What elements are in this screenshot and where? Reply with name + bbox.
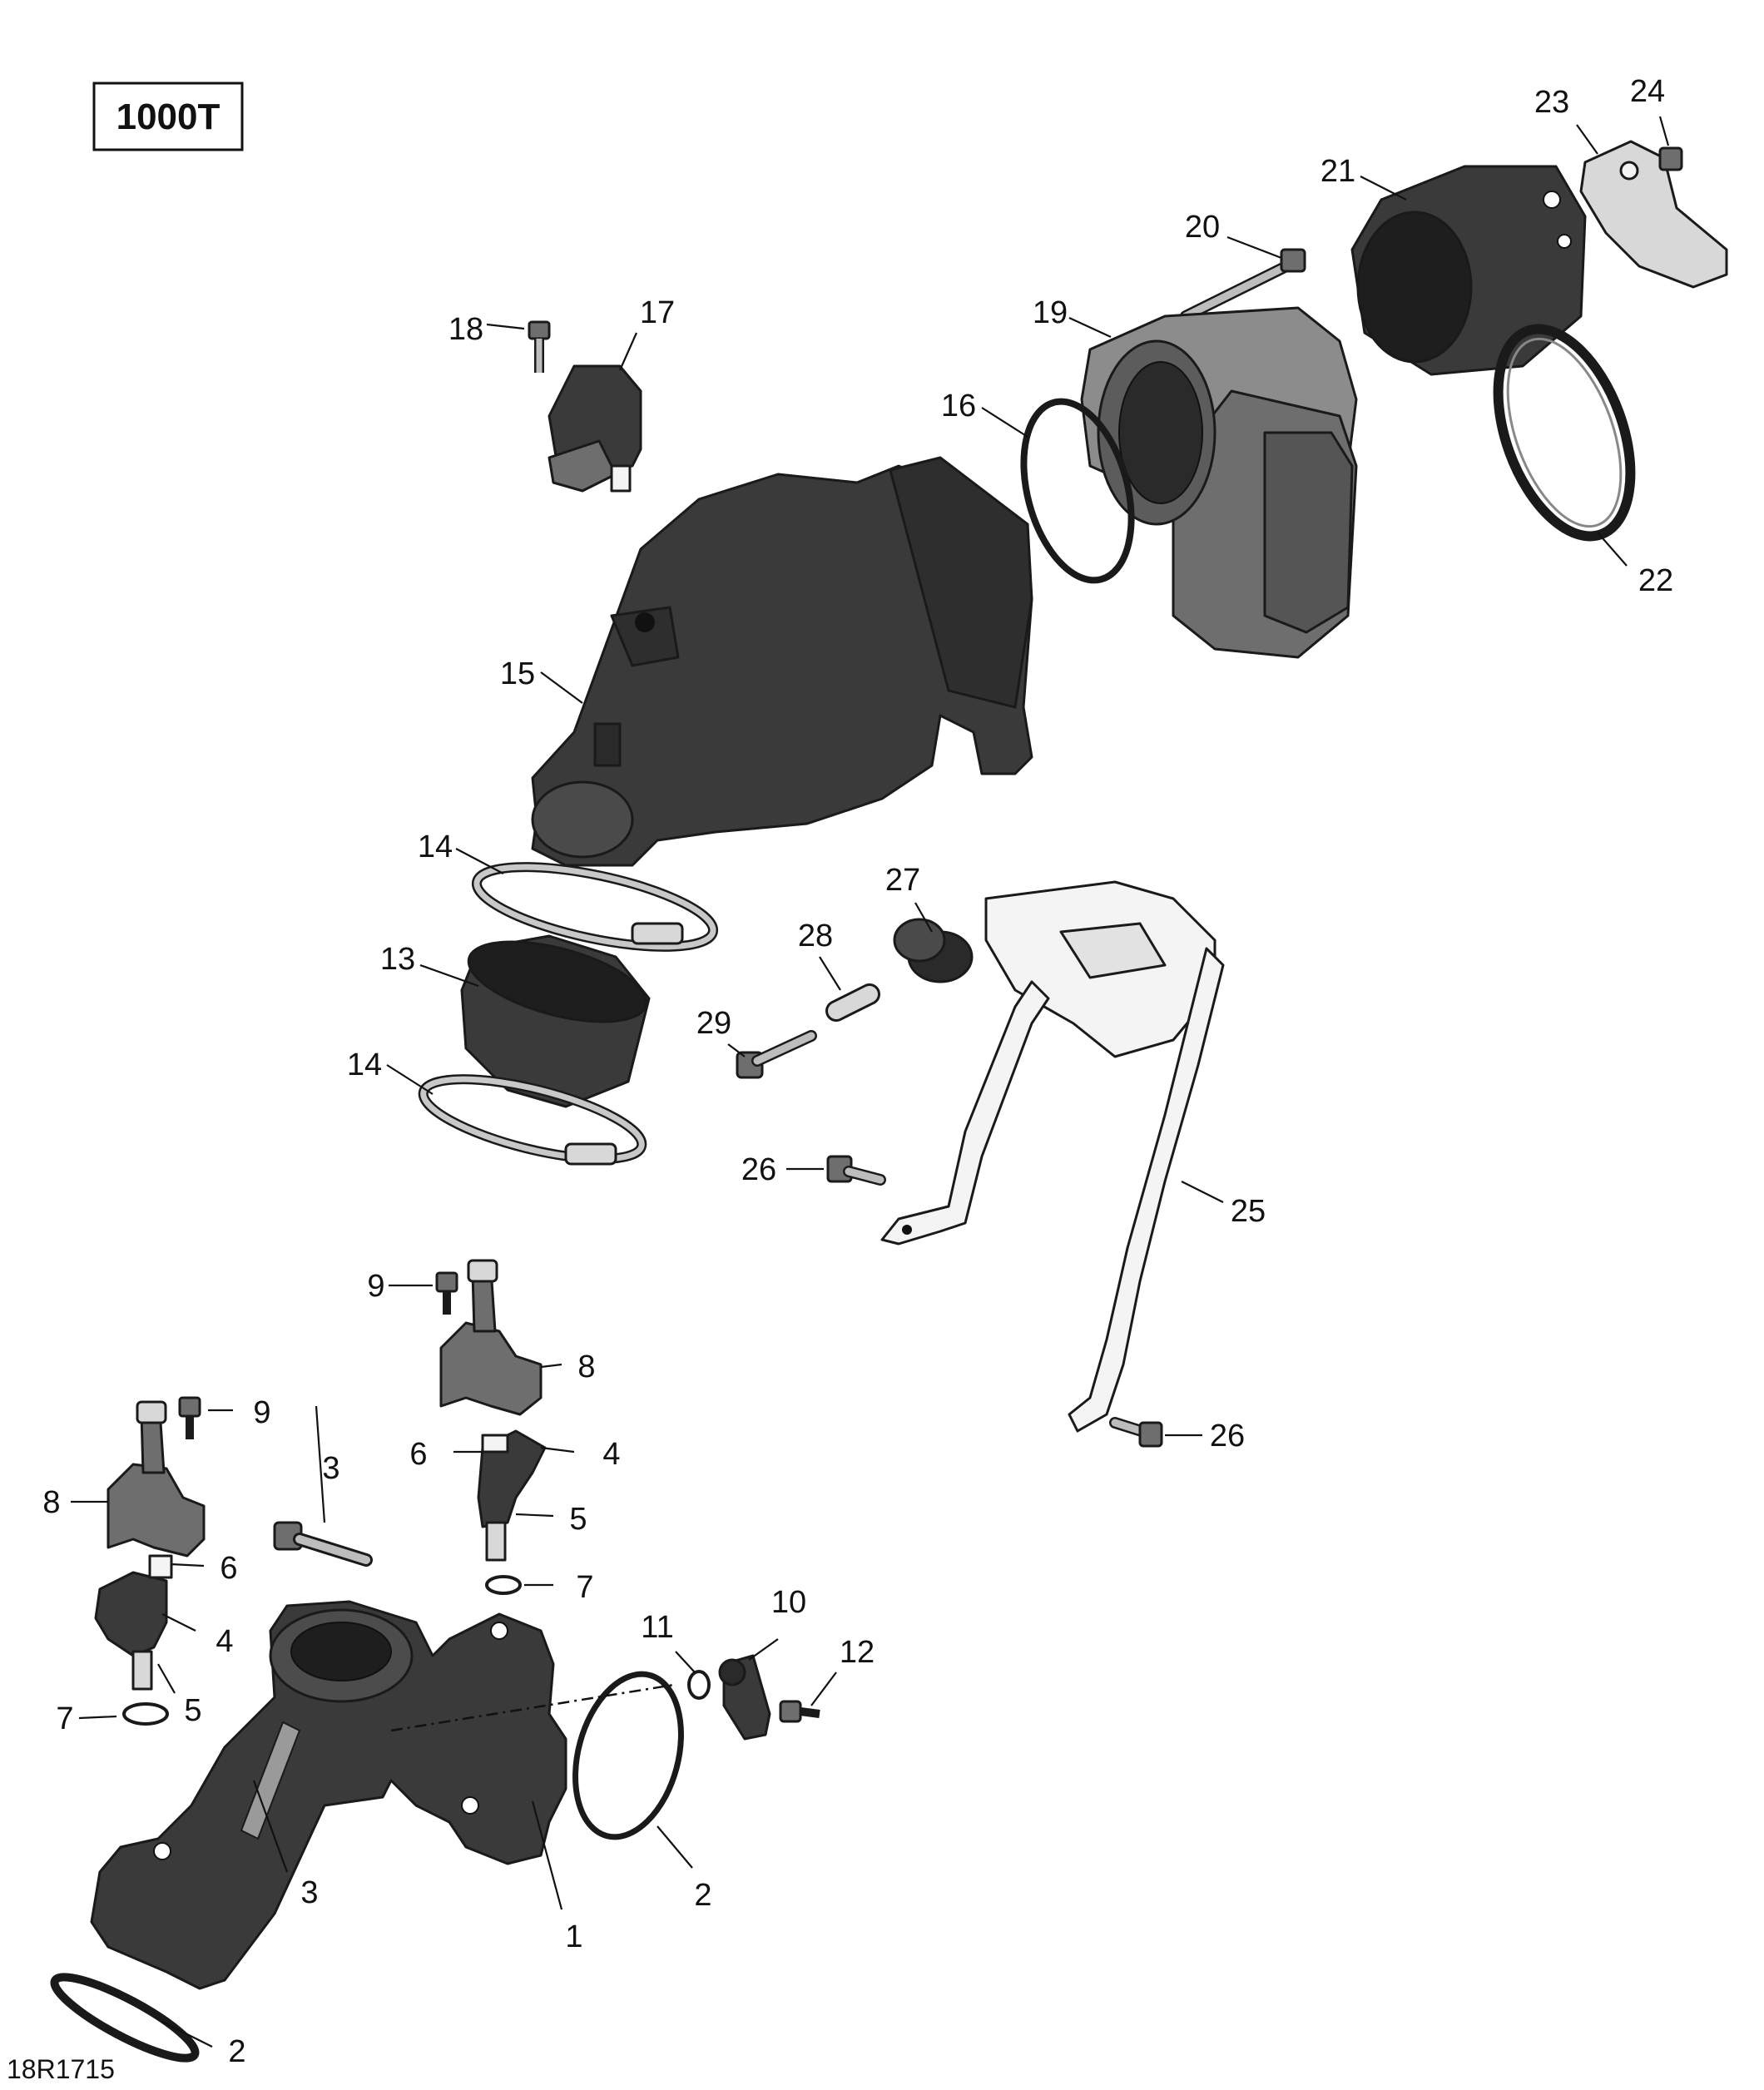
- callout-2-bottom: 2: [228, 2034, 245, 2069]
- model-badge: 1000T: [92, 82, 244, 151]
- callout-26-upper: 26: [741, 1152, 776, 1187]
- part-29-bolt: [736, 1030, 817, 1079]
- part-20-bolt: [1180, 248, 1306, 322]
- callout-23: 23: [1534, 85, 1569, 120]
- part-2-gasket-bottom: [50, 1973, 200, 2063]
- callout-2-side: 2: [694, 1878, 711, 1913]
- callout-3-bolt: 3: [322, 1451, 339, 1486]
- callout-5-lower: 5: [184, 1693, 201, 1728]
- callout-22: 22: [1638, 563, 1673, 598]
- callout-7-lower: 7: [56, 1701, 73, 1736]
- callout-6-lower: 6: [220, 1551, 237, 1586]
- figure-code: 18R1715: [7, 2054, 115, 2084]
- callout-12: 12: [840, 1635, 875, 1670]
- part-9-bolt-lower: [178, 1396, 201, 1439]
- part-2-gasket-side: [572, 1671, 684, 1840]
- part-1-intake-manifold: [90, 1600, 567, 1990]
- callout-14-lower: 14: [347, 1047, 382, 1082]
- callout-8-lower: 8: [42, 1485, 60, 1520]
- part-22-clamp: [1493, 324, 1636, 542]
- part-26-bolt-upper: [826, 1155, 886, 1186]
- part-18-screw: [528, 320, 551, 373]
- callout-11: 11: [641, 1610, 673, 1645]
- part-15-plenum: [531, 456, 1033, 867]
- part-4-injector-lower: [94, 1554, 173, 1691]
- part-7-seal-upper: [485, 1575, 522, 1595]
- callout-3-manifold: 3: [300, 1875, 318, 1910]
- part-17-sensor: [548, 364, 642, 493]
- model-badge-text: 1000T: [116, 97, 220, 137]
- callout-16: 16: [941, 389, 976, 423]
- part-7-seal-lower: [122, 1702, 169, 1726]
- callout-19: 19: [1033, 295, 1068, 330]
- callout-21: 21: [1321, 154, 1355, 189]
- part-12-screw: [779, 1700, 820, 1723]
- callout-14-upper: 14: [418, 830, 453, 864]
- part-21-intake-boot: [1350, 165, 1587, 376]
- leader-lines: [71, 116, 1670, 2048]
- part-24-bolt: [1658, 146, 1683, 171]
- callout-17: 17: [640, 295, 675, 330]
- part-14-clamp-upper: [471, 862, 719, 952]
- callout-13: 13: [380, 942, 415, 977]
- callout-27: 27: [885, 863, 920, 898]
- part-9-bolt-upper: [435, 1271, 458, 1315]
- callout-10: 10: [771, 1585, 806, 1620]
- callout-26-lower: 26: [1210, 1419, 1245, 1454]
- part-19-throttle-body: [1080, 306, 1358, 659]
- part-10-sensor: [718, 1654, 771, 1741]
- callout-18: 18: [448, 312, 483, 347]
- part-23-bracket: [1579, 140, 1728, 289]
- part-27-damper: [893, 918, 974, 983]
- callout-29: 29: [696, 1006, 731, 1041]
- callout-4-lower: 4: [216, 1624, 233, 1659]
- callout-4-upper: 4: [602, 1437, 620, 1472]
- part-26-bolt-lower: [1109, 1417, 1163, 1448]
- callout-24: 24: [1630, 74, 1665, 109]
- callout-5-upper: 5: [569, 1502, 587, 1537]
- callout-25: 25: [1231, 1194, 1266, 1229]
- callout-7-upper: 7: [576, 1570, 593, 1605]
- part-13-coupler: [460, 934, 651, 1108]
- callout-6-upper: 6: [409, 1437, 427, 1472]
- part-4-injector-upper: [477, 1429, 547, 1562]
- part-16-o-ring: [1020, 398, 1135, 584]
- callout-15: 15: [500, 656, 535, 691]
- part-25-support-bracket: [880, 880, 1225, 1433]
- part-14-clamp-lower: [418, 1074, 647, 1166]
- callout-labels: 1 2 2 3 3 4 4 5 5 6 6 7 7 8 8 9 9 10 11 …: [42, 74, 1673, 2069]
- callout-20: 20: [1185, 210, 1220, 245]
- callout-9-lower: 9: [253, 1395, 270, 1430]
- part-3-bolt: [273, 1521, 373, 1567]
- callout-9-upper: 9: [367, 1269, 384, 1304]
- callout-28: 28: [798, 919, 833, 953]
- part-8-rail-upper: [439, 1259, 543, 1416]
- callout-1: 1: [565, 1919, 582, 1954]
- part-8-rail-lower: [107, 1400, 206, 1558]
- part-11-o-ring: [687, 1670, 711, 1700]
- callout-8-upper: 8: [577, 1350, 595, 1384]
- part-28-spacer: [825, 983, 880, 1022]
